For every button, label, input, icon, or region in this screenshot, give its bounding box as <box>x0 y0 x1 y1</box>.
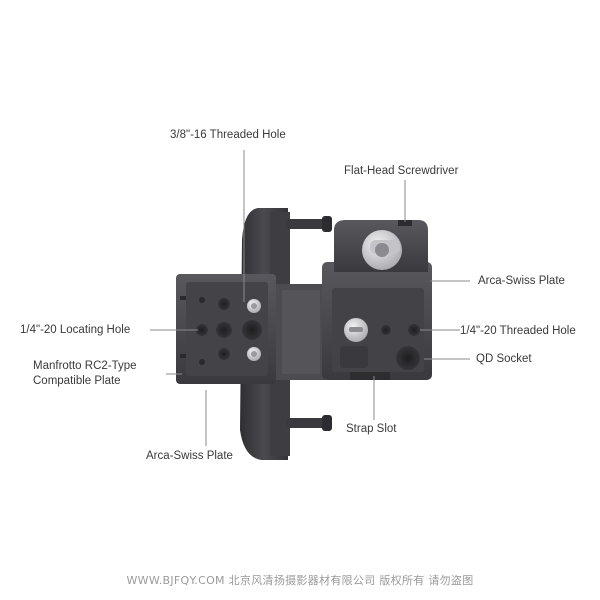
support-rods <box>286 216 332 431</box>
label-arca-swiss-plate-bottom: Arca-Swiss Plate <box>146 450 233 462</box>
label-manfrotto-line1: Manfrotto RC2-Type <box>33 360 137 372</box>
label-locating-hole: 1/4"-20 Locating Hole <box>20 324 131 336</box>
screwdriver-block <box>334 220 428 272</box>
arca-plate-details <box>340 318 420 370</box>
label-manfrotto-line2: Compatible Plate <box>33 375 121 387</box>
center-bridge <box>276 284 326 380</box>
label-threaded-hole-14: 1/4"-20 Threaded Hole <box>460 325 576 337</box>
label-qd-socket: QD Socket <box>476 353 532 365</box>
watermark-text: WWW.BJFQY.COM 北京风清扬摄影器材有限公司 版权所有 请勿盗图 <box>126 574 474 587</box>
label-threaded-hole-38: 3/8"-16 Threaded Hole <box>170 129 286 141</box>
label-strap-slot: Strap Slot <box>346 423 397 435</box>
plate-holes <box>196 297 262 365</box>
label-flat-head-screwdriver: Flat-Head Screwdriver <box>344 165 459 177</box>
leader-lines <box>150 150 470 446</box>
label-arca-swiss-plate-right: Arca-Swiss Plate <box>478 275 565 287</box>
